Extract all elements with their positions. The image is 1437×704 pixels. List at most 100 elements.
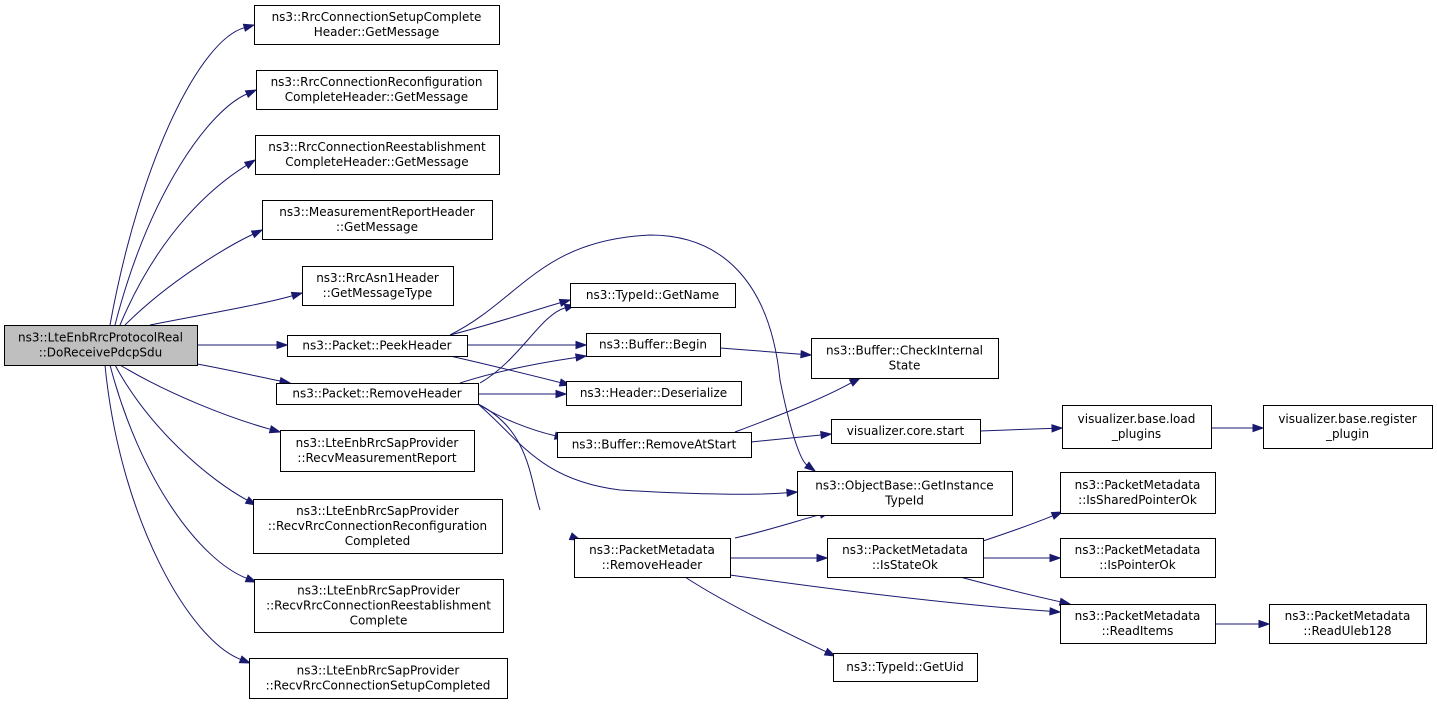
edge-pm_remove_header-to-pm_read_items	[729, 574, 1062, 616]
node-box	[557, 432, 752, 458]
node-sap-meas-report[interactable]: ns3::LteEnbRrcSapProvider::RecvMeasureme…	[280, 430, 475, 472]
node-rrc-reest-complete[interactable]: ns3::RrcConnectionReestablishmentComplet…	[255, 135, 500, 175]
node-box	[253, 499, 503, 554]
node-box	[256, 70, 498, 110]
node-pm-remove-header[interactable]: ns3::PacketMetadata::RemoveHeader	[574, 538, 731, 578]
node-label-line: ::IsStateOk	[872, 558, 938, 572]
arrowhead-icon	[558, 298, 572, 307]
node-pm-read-uleb128[interactable]: ns3::PacketMetadata::ReadUleb128	[1269, 604, 1427, 644]
node-label-line: ::ReadItems	[1102, 624, 1174, 638]
node-box	[249, 658, 508, 699]
node-viz-register-plugin[interactable]: visualizer.base.register_plugin	[1263, 405, 1433, 449]
node-viz-load-plugins[interactable]: visualizer.base.load_plugins	[1062, 405, 1212, 449]
edge-line	[114, 93, 248, 326]
node-label-line: Complete	[350, 614, 408, 628]
edge-line	[750, 434, 822, 443]
edge-root-to-sap_reest	[109, 364, 258, 583]
node-box	[255, 135, 500, 175]
arrowhead-icon	[242, 23, 256, 32]
node-pm-is-shared-ptr-ok[interactable]: ns3::PacketMetadata::IsSharedPointerOk	[1060, 472, 1216, 514]
node-label-line: ::RecvMeasurementReport	[297, 451, 456, 465]
edge-remove_header-to-header_deserialize	[478, 389, 568, 399]
edge-line	[119, 164, 247, 326]
edge-root-to-sap_reconfig	[114, 364, 258, 506]
node-label-line: ns3::Buffer::CheckInternal	[826, 344, 983, 358]
edge-line	[449, 302, 561, 336]
edge-line	[959, 576, 1061, 603]
arrowhead-icon	[276, 340, 289, 350]
node-pm-is-state-ok[interactable]: ns3::PacketMetadata::IsStateOk	[827, 538, 984, 578]
node-sap-reest[interactable]: ns3::LteEnbRrcSapProvider::RecvRrcConnec…	[254, 579, 504, 633]
node-box	[254, 5, 500, 45]
node-label-line: ::ReadUleb128	[1303, 624, 1391, 638]
node-pm-is-pointer-ok[interactable]: ns3::PacketMetadata::IsPointerOk	[1060, 538, 1216, 578]
edge-line	[114, 364, 248, 501]
node-label-line: ns3::PacketMetadata	[1075, 543, 1201, 557]
node-rrc-setup-complete[interactable]: ns3::RrcConnectionSetupCompleteHeader::G…	[254, 5, 500, 45]
edge-pm_is_state_ok-to-pm_is_pointer_ok	[983, 553, 1062, 563]
arrowhead-icon	[800, 350, 813, 359]
node-buffer-begin[interactable]: ns3::Buffer::Begin	[586, 333, 721, 357]
node-typeid-getuid[interactable]: ns3::TypeId::GetUid	[833, 653, 978, 682]
edge-line	[449, 355, 561, 384]
node-typeid-getname[interactable]: ns3::TypeId::GetName	[570, 283, 736, 308]
node-label-line: ns3::Header::Deserialize	[580, 386, 727, 400]
edge-peek_header-to-buffer_begin	[467, 340, 588, 350]
node-label-line: ::GetMessage	[336, 220, 418, 234]
node-meas-report[interactable]: ns3::MeasurementReportHeader::GetMessage	[262, 200, 493, 240]
node-box	[1060, 538, 1216, 578]
node-label-line: visualizer.base.register	[1278, 412, 1416, 426]
arrowhead-icon	[823, 647, 837, 657]
arrowhead-icon	[1049, 607, 1062, 616]
arrowhead-icon	[820, 430, 833, 440]
node-box	[1062, 405, 1212, 449]
node-label-line: ::GetMessageType	[323, 286, 433, 300]
edge-remove_header-to-objectbase_get_instance	[477, 403, 799, 498]
edge-root-to-sap_meas_report	[119, 364, 282, 434]
call-nodes: ns3::LteEnbRrcProtocolReal::DoReceivePdc…	[4, 5, 1433, 699]
node-label-line: ns3::LteEnbRrcSapProvider	[297, 664, 460, 678]
arrowhead-icon	[786, 488, 799, 498]
arrowhead-icon	[1049, 553, 1062, 563]
edge-line	[979, 427, 1053, 432]
node-box	[827, 538, 984, 578]
node-pm-read-items[interactable]: ns3::PacketMetadata::ReadItems	[1060, 604, 1216, 644]
node-label-line: ns3::LteEnbRrcProtocolReal	[18, 331, 183, 345]
node-label-line: ns3::Buffer::RemoveAtStart	[572, 438, 737, 452]
node-remove-header[interactable]: ns3::Packet::RemoveHeader	[276, 383, 479, 405]
node-sap-setup[interactable]: ns3::LteEnbRrcSapProvider::RecvRrcConnec…	[249, 658, 508, 699]
node-label-line: ::DoReceivePdcpSdu	[39, 346, 163, 360]
node-label-line: ns3::LteEnbRrcSapProvider	[297, 584, 460, 598]
node-buffer-remove-at-start[interactable]: ns3::Buffer::RemoveAtStart	[557, 432, 752, 458]
arrowhead-icon	[1051, 424, 1064, 433]
node-header-deserialize[interactable]: ns3::Header::Deserialize	[566, 381, 742, 406]
node-label-line: ns3::PacketMetadata	[1285, 609, 1411, 623]
edge-viz_load_plugins-to-viz_register_plugin	[1211, 423, 1265, 433]
arrowhead-icon	[243, 159, 257, 170]
node-sap-reconfig[interactable]: ns3::LteEnbRrcSapProvider::RecvRrcConnec…	[253, 499, 503, 554]
node-rrc-reconfig-complete[interactable]: ns3::RrcConnectionReconfigurationComplet…	[256, 70, 498, 110]
node-label-line: Completed	[345, 534, 410, 548]
node-label-line: ns3::RrcConnectionReconfiguration	[271, 75, 483, 89]
arrowhead-icon	[250, 229, 264, 239]
arrowhead-icon	[1050, 511, 1064, 520]
node-asn1-msgtype[interactable]: ns3::RrcAsn1Header::GetMessageType	[302, 266, 454, 306]
node-box	[1269, 604, 1427, 644]
edge-pm_is_state_ok-to-pm_is_shared_ptr_ok	[982, 511, 1064, 542]
node-label-line: ns3::LteEnbRrcSapProvider	[296, 436, 459, 450]
edge-pm_remove_header-to-typeid_getuid	[684, 576, 837, 657]
edge-root-to-remove_header	[196, 363, 292, 386]
node-label-line: ns3::ObjectBase::GetInstance	[815, 479, 993, 493]
node-box	[797, 471, 1013, 516]
node-root[interactable]: ns3::LteEnbRrcProtocolReal::DoReceivePdc…	[4, 325, 198, 366]
edge-root-to-sap_setup	[104, 364, 252, 664]
node-peek-header[interactable]: ns3::Packet::PeekHeader	[287, 335, 468, 357]
node-box	[262, 200, 493, 240]
edge-pm_remove_header-to-pm_is_state_ok	[730, 553, 829, 563]
node-box	[833, 653, 978, 682]
node-viz-core-start[interactable]: visualizer.core.start	[831, 419, 981, 444]
edge-line	[459, 356, 577, 384]
